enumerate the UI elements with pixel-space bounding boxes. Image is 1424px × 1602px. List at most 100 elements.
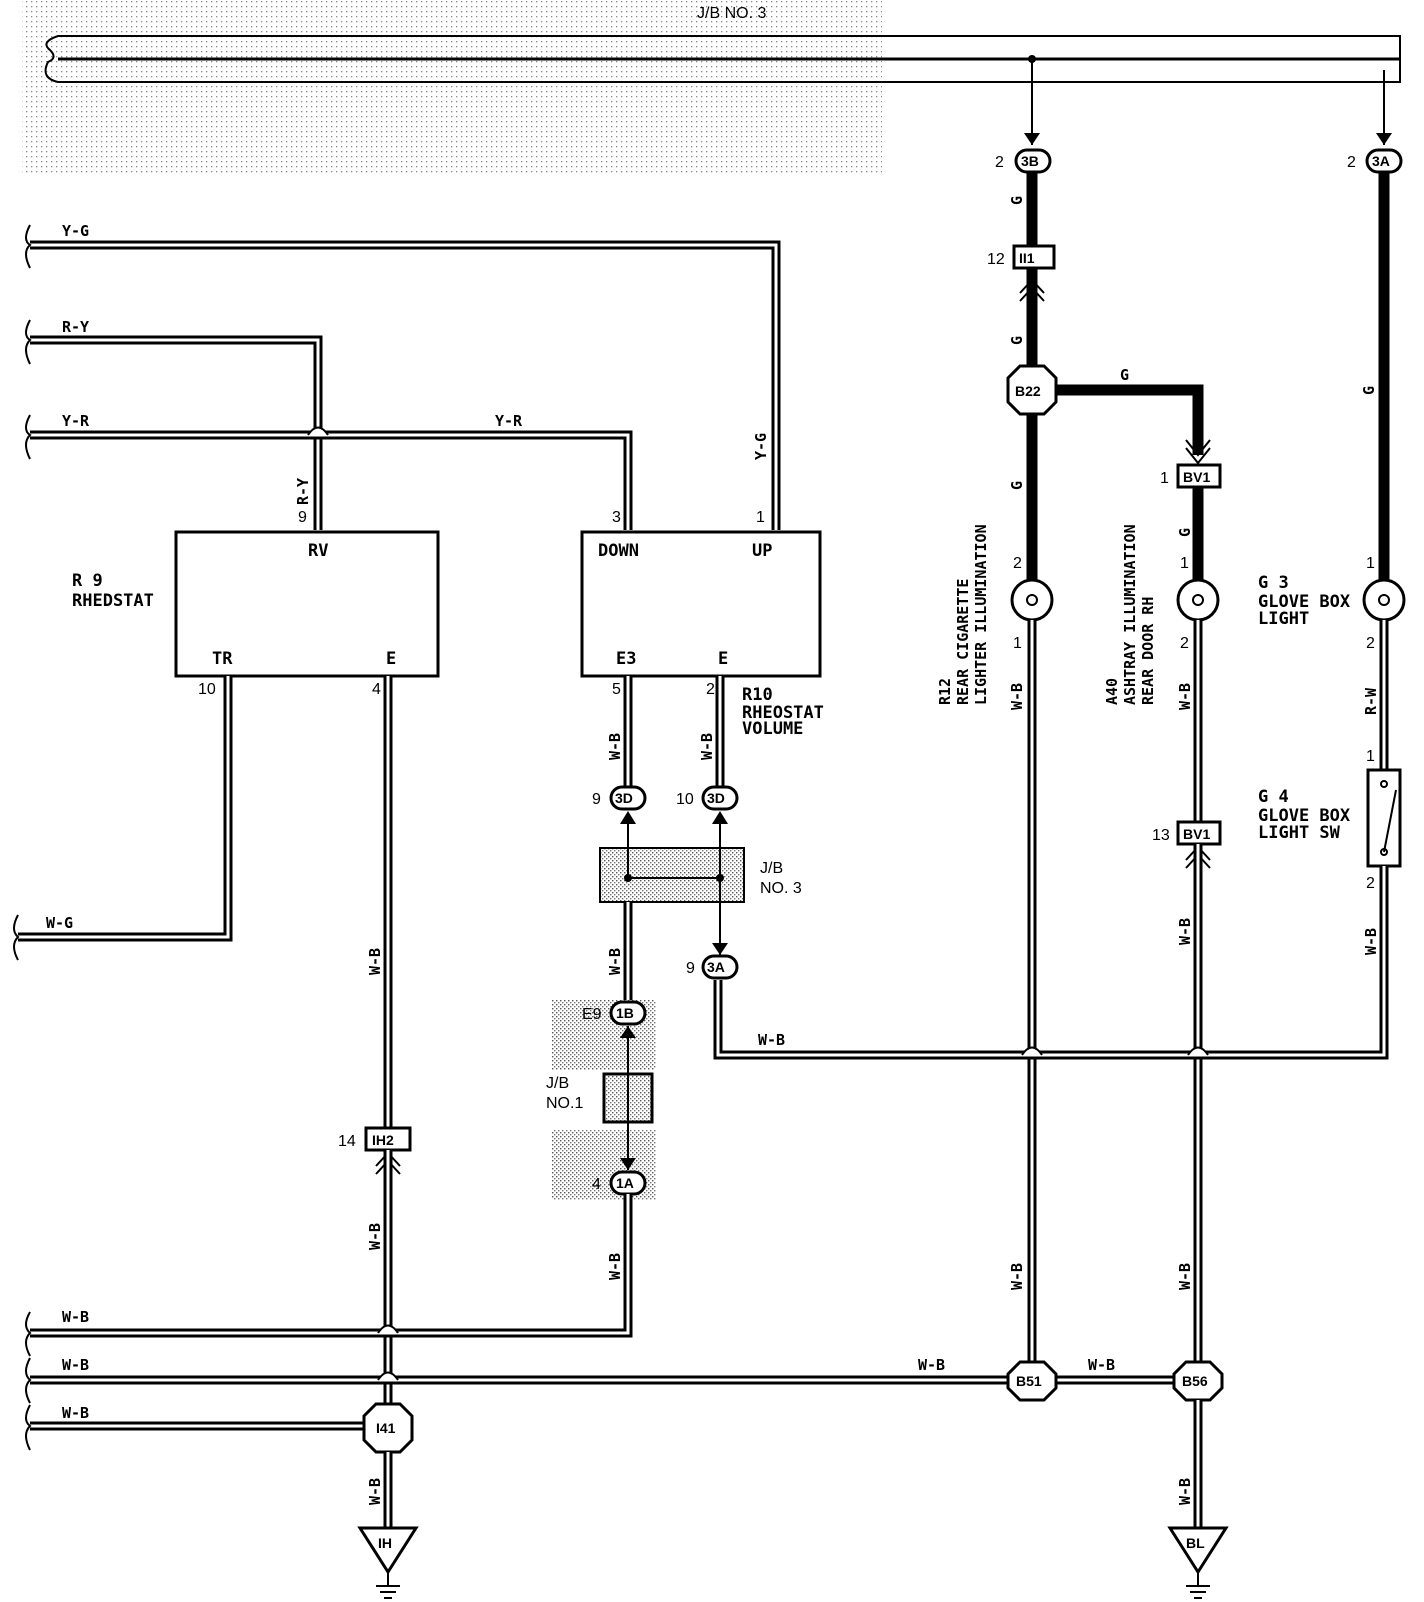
svg-text:W-B: W-B <box>1362 928 1380 955</box>
label-g3: G 3 GLOVE BOX LIGHT <box>1258 573 1351 629</box>
svg-text:W-B: W-B <box>918 1356 945 1374</box>
svg-text:BV1: BV1 <box>1183 826 1210 842</box>
connector-3a-top: 3A 2 <box>1347 148 1403 174</box>
r10-name-1: RHEOSTAT <box>742 703 824 723</box>
svg-text:Y-R: Y-R <box>62 412 90 430</box>
connector-1b: 1B E9 <box>582 1000 647 1026</box>
svg-text:BV1: BV1 <box>1183 469 1210 485</box>
connector-1a: 1A 4 <box>592 1170 647 1196</box>
svg-text:E: E <box>718 649 728 669</box>
svg-text:J/B: J/B <box>760 860 783 877</box>
rheostat-r9-box: RV TR E 9 10 4 <box>174 509 440 698</box>
svg-text:I41: I41 <box>376 1420 396 1436</box>
svg-text:R-Y: R-Y <box>294 478 312 505</box>
svg-text:3D: 3D <box>707 790 725 806</box>
svg-text:GLOVE BOX: GLOVE BOX <box>1258 806 1351 826</box>
svg-text:E9: E9 <box>582 1006 602 1023</box>
svg-text:4: 4 <box>592 1176 601 1193</box>
svg-text:DOWN: DOWN <box>598 541 639 561</box>
lamp-a40: 1 2 <box>1176 555 1220 652</box>
splice-b22: B22 <box>1006 364 1058 416</box>
svg-text:3B: 3B <box>1021 153 1039 169</box>
svg-text:E3: E3 <box>616 649 636 669</box>
svg-text:W-B: W-B <box>1008 683 1026 710</box>
svg-text:9: 9 <box>298 509 307 526</box>
svg-text:R-W: R-W <box>1362 687 1380 715</box>
svg-text:A40: A40 <box>1103 678 1121 705</box>
svg-text:2: 2 <box>706 681 715 698</box>
svg-text:R12: R12 <box>936 678 954 705</box>
svg-text:RV: RV <box>308 541 328 561</box>
svg-text:G: G <box>1176 528 1194 537</box>
svg-text:3D: 3D <box>615 790 633 806</box>
ground-ih: IH <box>357 1526 419 1599</box>
svg-text:J/B: J/B <box>546 1075 569 1092</box>
jb3-top-label: J/B NO. 3 <box>697 5 766 22</box>
svg-text:5: 5 <box>612 681 621 698</box>
svg-text:1B: 1B <box>616 1005 634 1021</box>
svg-text:B56: B56 <box>1182 1373 1208 1389</box>
svg-text:W-B: W-B <box>366 1478 384 1505</box>
svg-text:Y-G: Y-G <box>752 433 770 460</box>
svg-text:IH2: IH2 <box>372 1132 394 1148</box>
svg-text:W-B: W-B <box>62 1308 89 1326</box>
connector-3d-10: 3D 10 <box>676 785 739 811</box>
svg-text:W-B: W-B <box>1008 1263 1026 1290</box>
svg-text:W-B: W-B <box>606 733 624 760</box>
svg-text:W-B: W-B <box>1176 918 1194 945</box>
svg-text:G 4: G 4 <box>1258 787 1289 807</box>
rheostat-r10-box: DOWN UP E3 E 3 1 5 2 <box>580 509 822 698</box>
svg-text:Y-R: Y-R <box>495 412 523 430</box>
svg-text:2: 2 <box>995 154 1004 171</box>
svg-text:1: 1 <box>1366 748 1375 765</box>
svg-text:9: 9 <box>592 791 601 808</box>
svg-text:2: 2 <box>1366 635 1375 652</box>
jb3-shaded-area <box>22 0 882 175</box>
svg-text:W-B: W-B <box>1176 1263 1194 1290</box>
svg-text:REAR DOOR RH: REAR DOOR RH <box>1139 597 1157 705</box>
svg-text:W-B: W-B <box>1088 1356 1115 1374</box>
connector-ih2: IH2 14 <box>338 1126 412 1152</box>
connector-ii1: II1 12 <box>987 244 1056 270</box>
svg-text:W-B: W-B <box>606 948 624 975</box>
ground-bl: BL <box>1167 1526 1229 1599</box>
svg-text:2: 2 <box>1347 154 1356 171</box>
svg-text:3A: 3A <box>1372 153 1390 169</box>
svg-text:ASHTRAY ILLUMINATION: ASHTRAY ILLUMINATION <box>1121 524 1139 705</box>
svg-text:G: G <box>1008 481 1026 490</box>
svg-text:1: 1 <box>1180 555 1189 572</box>
r9-id: R 9 <box>72 571 103 591</box>
svg-text:1: 1 <box>756 509 765 526</box>
svg-text:12: 12 <box>987 251 1005 268</box>
svg-text:W-B: W-B <box>758 1031 785 1049</box>
r9-name: RHEDSTAT <box>72 591 154 611</box>
svg-text:G 3: G 3 <box>1258 573 1289 593</box>
svg-text:REAR CIGARETTE: REAR CIGARETTE <box>954 579 972 705</box>
svg-text:W-B: W-B <box>698 733 716 760</box>
svg-text:GLOVE BOX: GLOVE BOX <box>1258 592 1351 612</box>
svg-text:G: G <box>1360 386 1378 395</box>
connector-bv1-top: BV1 1 <box>1160 463 1222 489</box>
svg-text:1: 1 <box>1013 635 1022 652</box>
svg-text:Y-G: Y-G <box>62 222 89 240</box>
connector-3b: 3B 2 <box>995 148 1052 174</box>
svg-text:G: G <box>1008 336 1026 345</box>
svg-text:B51: B51 <box>1016 1373 1042 1389</box>
svg-text:9: 9 <box>686 960 695 977</box>
svg-text:E: E <box>386 649 396 669</box>
svg-text:2: 2 <box>1366 875 1375 892</box>
splice-b56: B56 <box>1172 1360 1224 1402</box>
svg-text:10: 10 <box>198 681 216 698</box>
svg-text:LIGHT: LIGHT <box>1258 609 1309 629</box>
wire-label-g: G <box>1008 196 1026 205</box>
svg-text:10: 10 <box>676 791 694 808</box>
svg-text:1: 1 <box>1160 470 1169 487</box>
svg-text:W-B: W-B <box>62 1356 89 1374</box>
svg-text:TR: TR <box>212 649 233 669</box>
label-r12: R12 REAR CIGARETTE LIGHTER ILLUMINATION <box>936 524 990 705</box>
r10-name-2: VOLUME <box>742 719 803 739</box>
splice-i41: I41 <box>362 1402 414 1454</box>
svg-text:14: 14 <box>338 1133 356 1150</box>
svg-text:BL: BL <box>1186 1535 1205 1551</box>
